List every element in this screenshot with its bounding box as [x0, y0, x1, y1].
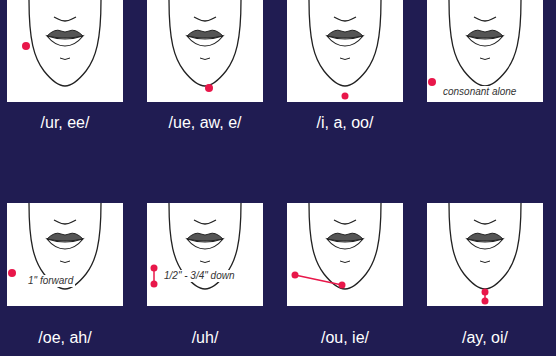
placement-dot: [482, 298, 489, 305]
placement-note: 1" forward: [26, 275, 75, 287]
panel: [427, 0, 543, 102]
vowel-label: /uh/: [137, 329, 273, 347]
panel: [7, 203, 123, 306]
panel: [287, 203, 403, 306]
panel: [7, 0, 123, 102]
vowel-label: /ay, oi/: [417, 329, 553, 347]
placement-note: consonant alone: [441, 86, 518, 98]
face-drawing: [449, 203, 521, 289]
face-drawing: [169, 0, 241, 86]
placement-dot: [428, 78, 436, 86]
placement-dot: [205, 84, 213, 92]
placement-panel: consonant alone: [427, 0, 543, 102]
panel: [147, 203, 263, 306]
vowel-label: /ue, aw, e/: [137, 114, 273, 132]
placement-dot: [339, 282, 346, 289]
panel: [287, 0, 403, 102]
placement-dot: [151, 265, 158, 272]
placement-marks: [8, 42, 489, 305]
panel-backgrounds: [7, 0, 543, 306]
vowel-label: /ou, ie/: [277, 329, 413, 347]
placement-dot: [292, 272, 299, 279]
vowel-label: /i, a, oo/: [277, 114, 413, 132]
placement-panel: 1" forward/oe, ah/: [7, 203, 123, 306]
placement-panel: /ue, aw, e/: [147, 0, 263, 102]
face-drawing: [309, 203, 381, 289]
placement-dot: [8, 269, 16, 277]
face-drawing: [449, 0, 521, 86]
vowel-label: /ur, ee/: [0, 114, 133, 132]
face-drawing: [29, 0, 101, 86]
movement-line: [295, 275, 342, 285]
placement-dot: [342, 93, 349, 100]
placement-note: 1/2" - 3/4" down: [162, 270, 236, 282]
placement-dot: [151, 281, 158, 288]
placement-dot: [482, 289, 489, 296]
placement-panel: /i, a, oo/: [287, 0, 403, 102]
placement-panel: /ou, ie/: [287, 203, 403, 306]
placement-panel: 1/2" - 3/4" down/uh/: [147, 203, 263, 306]
panel: [147, 0, 263, 102]
faces: [29, 0, 521, 289]
vowel-label: /oe, ah/: [0, 329, 133, 347]
face-drawing: [309, 0, 381, 86]
placement-dot: [22, 42, 30, 50]
placement-panel: /ur, ee/: [7, 0, 123, 102]
placement-panel: /ay, oi/: [427, 203, 543, 306]
panel: [427, 203, 543, 306]
